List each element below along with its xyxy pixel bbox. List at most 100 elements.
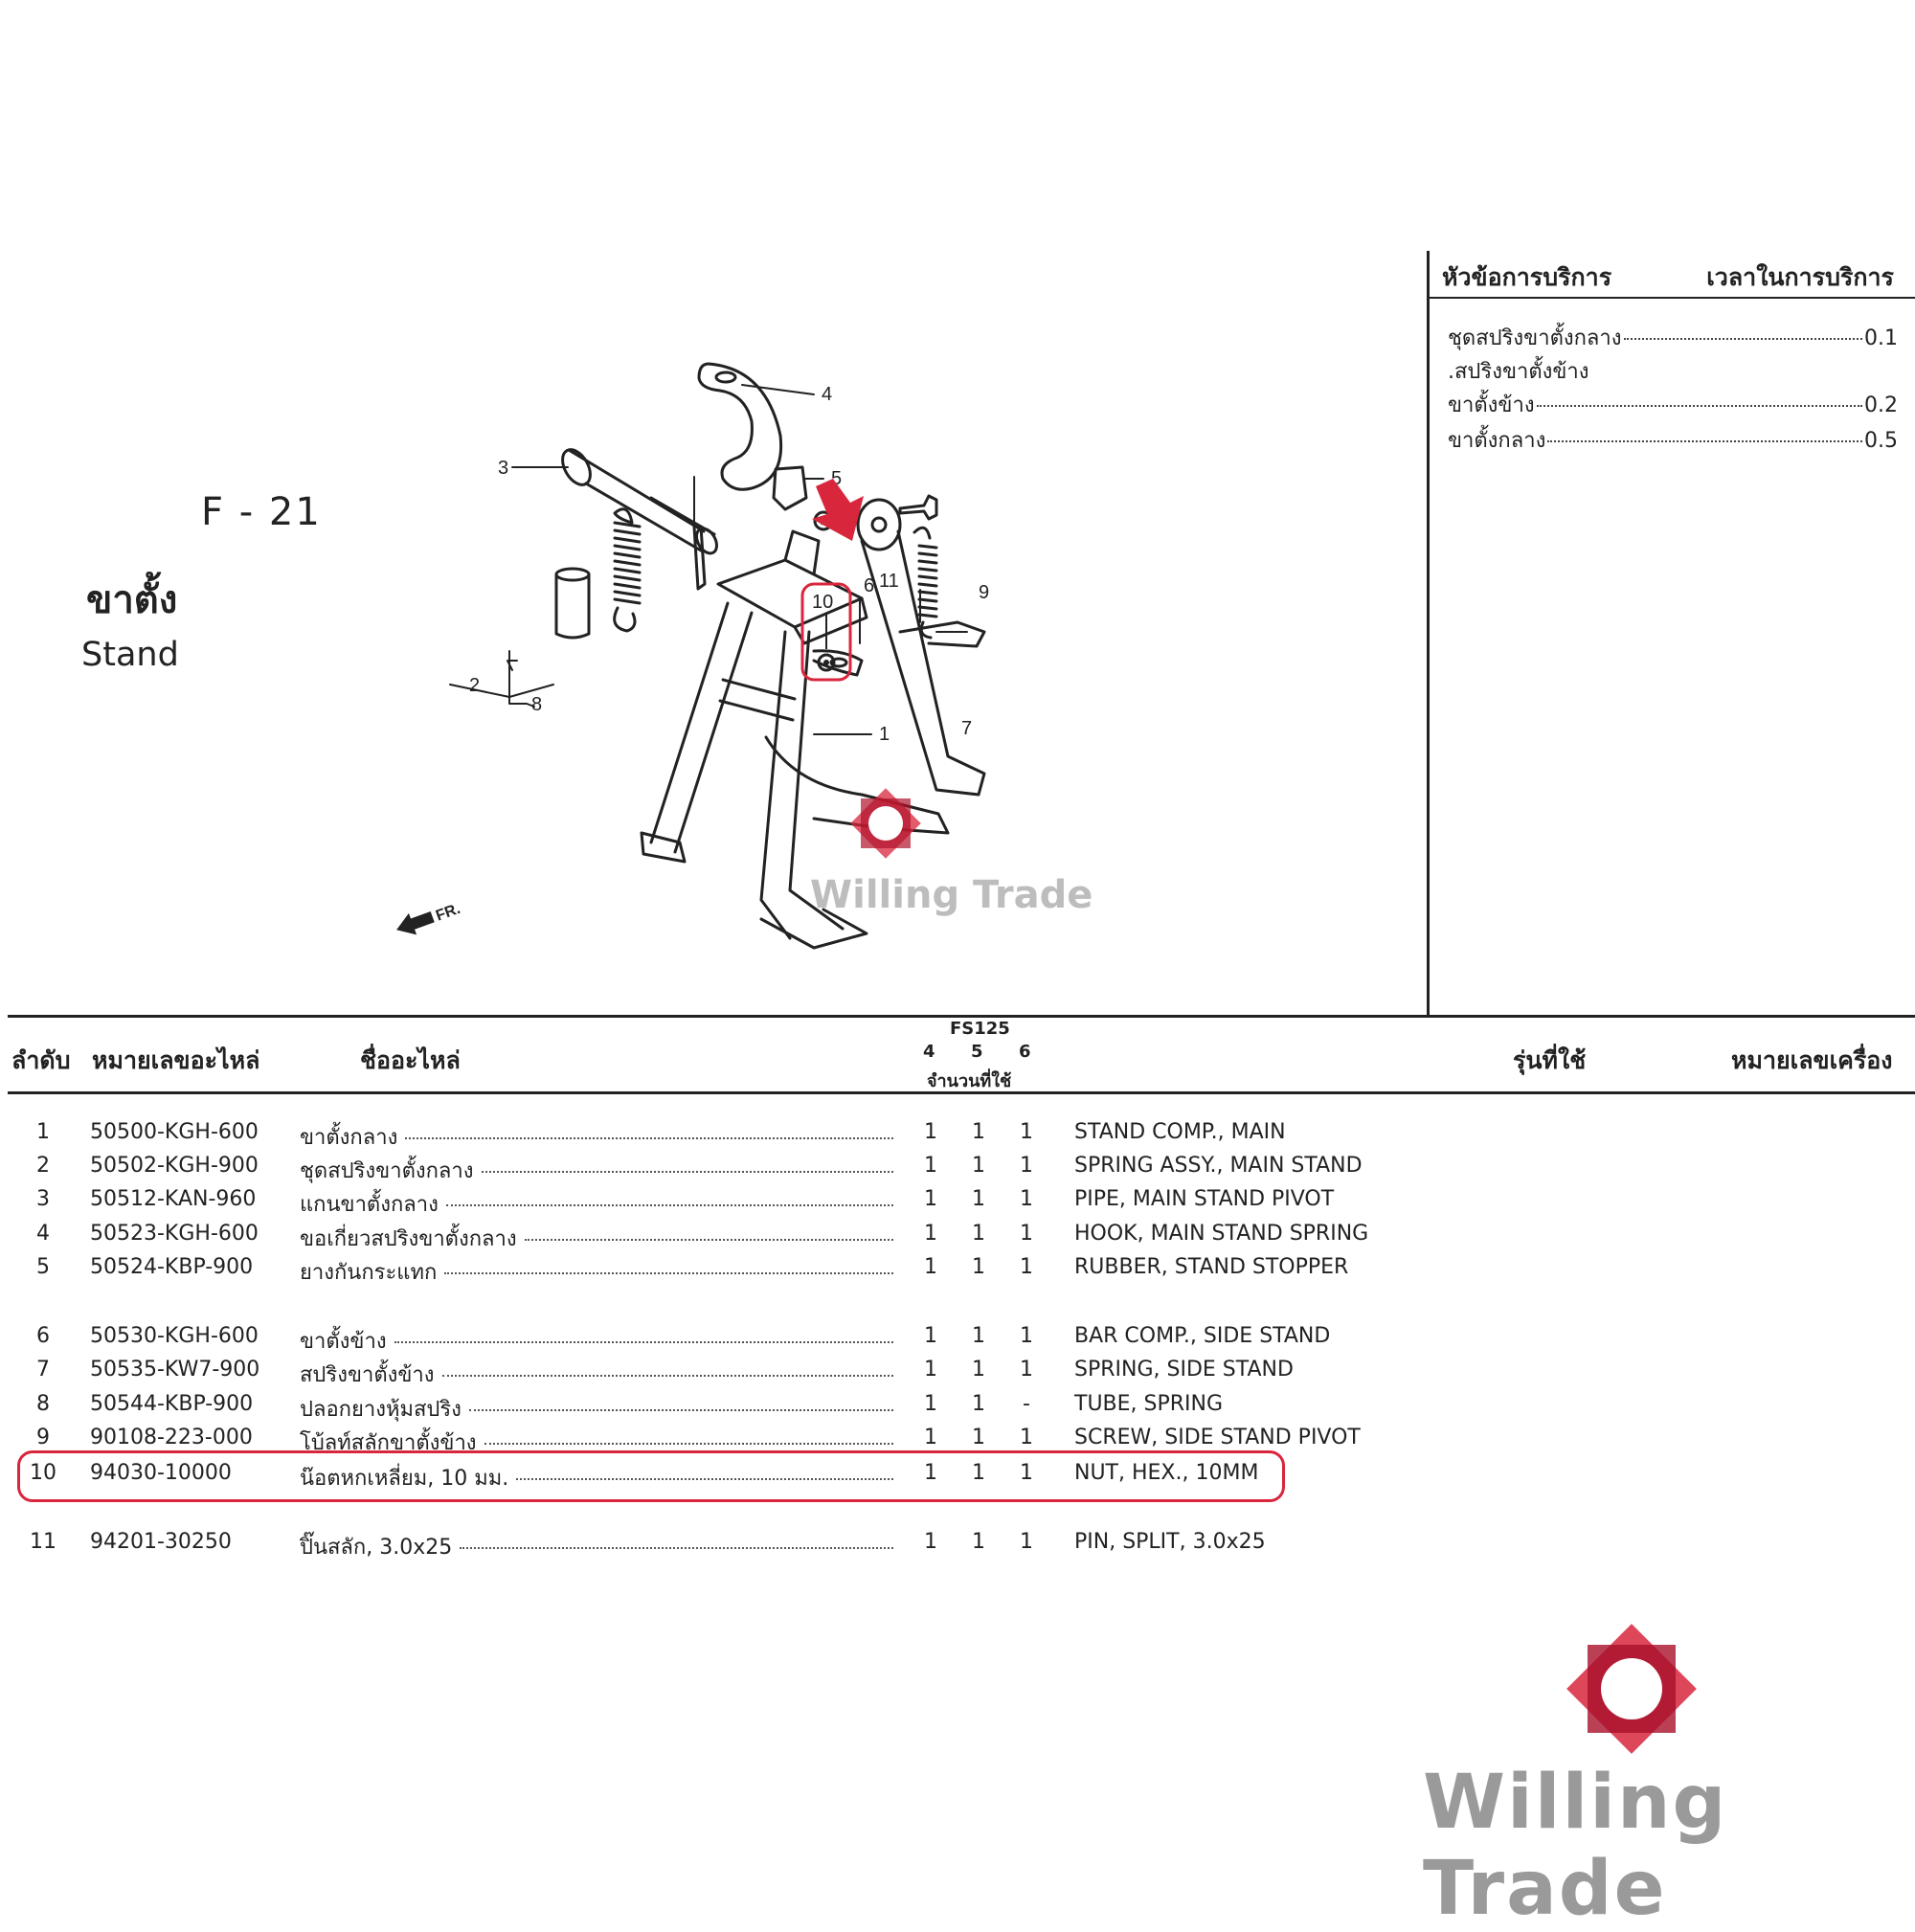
row-q4: 1 (924, 1324, 937, 1348)
service-item: ขาตั้งกลาง 0.5 (1448, 423, 1898, 457)
row-name-en: SCREW, SIDE STAND PIVOT (1074, 1426, 1361, 1449)
leader-dots (1623, 338, 1862, 340)
svg-text:FR.: FR. (434, 901, 462, 925)
hook-part (697, 362, 783, 491)
side-stand-part (856, 498, 986, 797)
row-name-th: ปลอกยางหุ้มสปริง (300, 1398, 462, 1422)
service-item-label: .สปริงขาตั้งข้าง (1448, 360, 1589, 384)
row-name-en: STAND COMP., MAIN (1074, 1120, 1286, 1144)
watermark-logo-icon (850, 788, 921, 859)
row-name-en: HOOK, MAIN STAND SPRING (1074, 1222, 1369, 1246)
col-header-engine-no: หมายเลขเครื่อง (1731, 1046, 1893, 1074)
row-name-th: แกนขาตั้งกลาง (300, 1193, 439, 1217)
row-q6: 1 (1020, 1530, 1033, 1554)
row-no: 7 (36, 1358, 50, 1382)
table-row: 8 50544-KBP-900 ปลอกยางหุ้มสปริง 1 1 - T… (0, 1392, 1915, 1425)
exploded-parts-diagram: 4 5 3 2 8 1 11 6 9 7 10 FR. (396, 362, 989, 950)
leader-dots (460, 1547, 893, 1549)
row-q5: 1 (972, 1187, 985, 1211)
row-part-number: 50530-KGH-600 (90, 1324, 259, 1348)
red-arrow-icon (812, 479, 864, 541)
row-q4: 1 (924, 1461, 937, 1485)
callout-4: 4 (822, 384, 832, 405)
leader-dots (481, 1171, 893, 1173)
row-name-th: ชุดสปริงขาตั้งกลาง (300, 1159, 474, 1183)
row-q4: 1 (924, 1426, 937, 1449)
leader-dots (524, 1239, 893, 1241)
leader-dots (405, 1137, 893, 1139)
leader-dots (516, 1478, 893, 1480)
row-q5: 1 (972, 1392, 985, 1416)
row-no: 3 (36, 1187, 50, 1211)
service-item-label: ขาตั้งข้าง (1448, 393, 1535, 417)
row-q4: 1 (924, 1358, 937, 1382)
watermark-text: Willing Trade (810, 873, 1093, 917)
row-no: 1 (36, 1120, 50, 1144)
leader-dots (444, 1272, 893, 1274)
callout-5: 5 (831, 468, 842, 489)
row-q6: 1 (1020, 1324, 1033, 1348)
row-q4: 1 (924, 1154, 937, 1178)
row-no: 11 (30, 1530, 56, 1554)
callout-11: 11 (879, 571, 899, 592)
row-no: 2 (36, 1154, 50, 1178)
service-item: ชุดสปริงขาตั้งกลาง 0.1 (1448, 321, 1898, 354)
row-q6: 1 (1020, 1358, 1033, 1382)
service-item-label: ขาตั้งกลาง (1448, 429, 1546, 453)
row-name-th: น๊อตหกเหลี่ยม, 10 มม. (300, 1467, 509, 1491)
row-part-number: 50512-KAN-960 (90, 1187, 257, 1211)
callout-7: 7 (961, 718, 972, 739)
row-part-number: 90108-223-000 (90, 1426, 253, 1449)
table-row: 3 50512-KAN-960 แกนขาตั้งกลาง 1 1 1 PIPE… (0, 1187, 1915, 1220)
page-title-thai: ขาตั้ง (86, 578, 178, 622)
row-part-number: 50500-KGH-600 (90, 1120, 259, 1144)
row-q6: 1 (1020, 1426, 1033, 1449)
row-name-th: ขอเกี่ยวสปริงขาตั้งกลาง (300, 1227, 517, 1251)
callout-10: 10 (812, 592, 833, 613)
row-no: 5 (36, 1255, 50, 1279)
callout-1: 1 (879, 724, 890, 745)
split-pin-part (692, 525, 707, 591)
row-name-en: BAR COMP., SIDE STAND (1074, 1324, 1331, 1348)
row-q4: 1 (924, 1222, 937, 1246)
page-title-english: Stand (81, 636, 179, 674)
row-q5: 1 (972, 1461, 985, 1485)
col-header-q6: 6 (1019, 1042, 1031, 1062)
col-header-part-name: ชื่ออะไหล่ (360, 1046, 461, 1074)
row-q4: 1 (924, 1187, 937, 1211)
leader-dots (1536, 405, 1862, 407)
table-row: 11 94201-30250 ปิ๊นสลัก, 3.0x25 1 1 1 PI… (0, 1530, 1915, 1562)
table-row: 5 50524-KBP-900 ยางกันกระแทก 1 1 1 RUBBE… (0, 1255, 1915, 1288)
callout-9: 9 (979, 582, 989, 603)
row-part-number: 50535-KW7-900 (90, 1358, 260, 1382)
col-header-no: ลำดับ (11, 1046, 71, 1074)
leader-dots (445, 1204, 893, 1206)
row-q5: 1 (972, 1530, 985, 1554)
row-q6: 1 (1020, 1222, 1033, 1246)
row-q5: 1 (972, 1324, 985, 1348)
row-q4: 1 (924, 1255, 937, 1279)
col-header-model: รุ่นที่ใช้ (1513, 1046, 1587, 1074)
row-part-number: 50523-KGH-600 (90, 1222, 259, 1246)
row-name-th: ขาตั้งกลาง (300, 1126, 398, 1150)
col-header-q4: 4 (923, 1042, 935, 1062)
row-q5: 1 (972, 1255, 985, 1279)
rubber-stopper-part (772, 465, 808, 511)
row-no: 9 (36, 1426, 50, 1449)
row-q6: 1 (1020, 1120, 1033, 1144)
service-item: ขาตั้งข้าง 0.2 (1448, 388, 1898, 421)
col-header-q5: 5 (971, 1042, 983, 1062)
col-header-model-group: FS125 (950, 1019, 1010, 1039)
row-name-en: PIPE, MAIN STAND PIVOT (1074, 1187, 1335, 1211)
row-q6: 1 (1020, 1154, 1033, 1178)
table-top-rule (8, 1015, 1915, 1018)
row-q6: 1 (1020, 1461, 1033, 1485)
row-name-th: ขาตั้งข้าง (300, 1330, 387, 1354)
row-part-number: 94030-10000 (90, 1461, 232, 1485)
row-part-number: 50524-KBP-900 (90, 1255, 254, 1279)
callout-8: 8 (531, 694, 542, 715)
row-q4: 1 (924, 1120, 937, 1144)
row-name-en: TUBE, SPRING (1074, 1392, 1224, 1416)
service-item-time: 0.5 (1864, 429, 1898, 453)
row-name-en: NUT, HEX., 10MM (1074, 1461, 1259, 1485)
